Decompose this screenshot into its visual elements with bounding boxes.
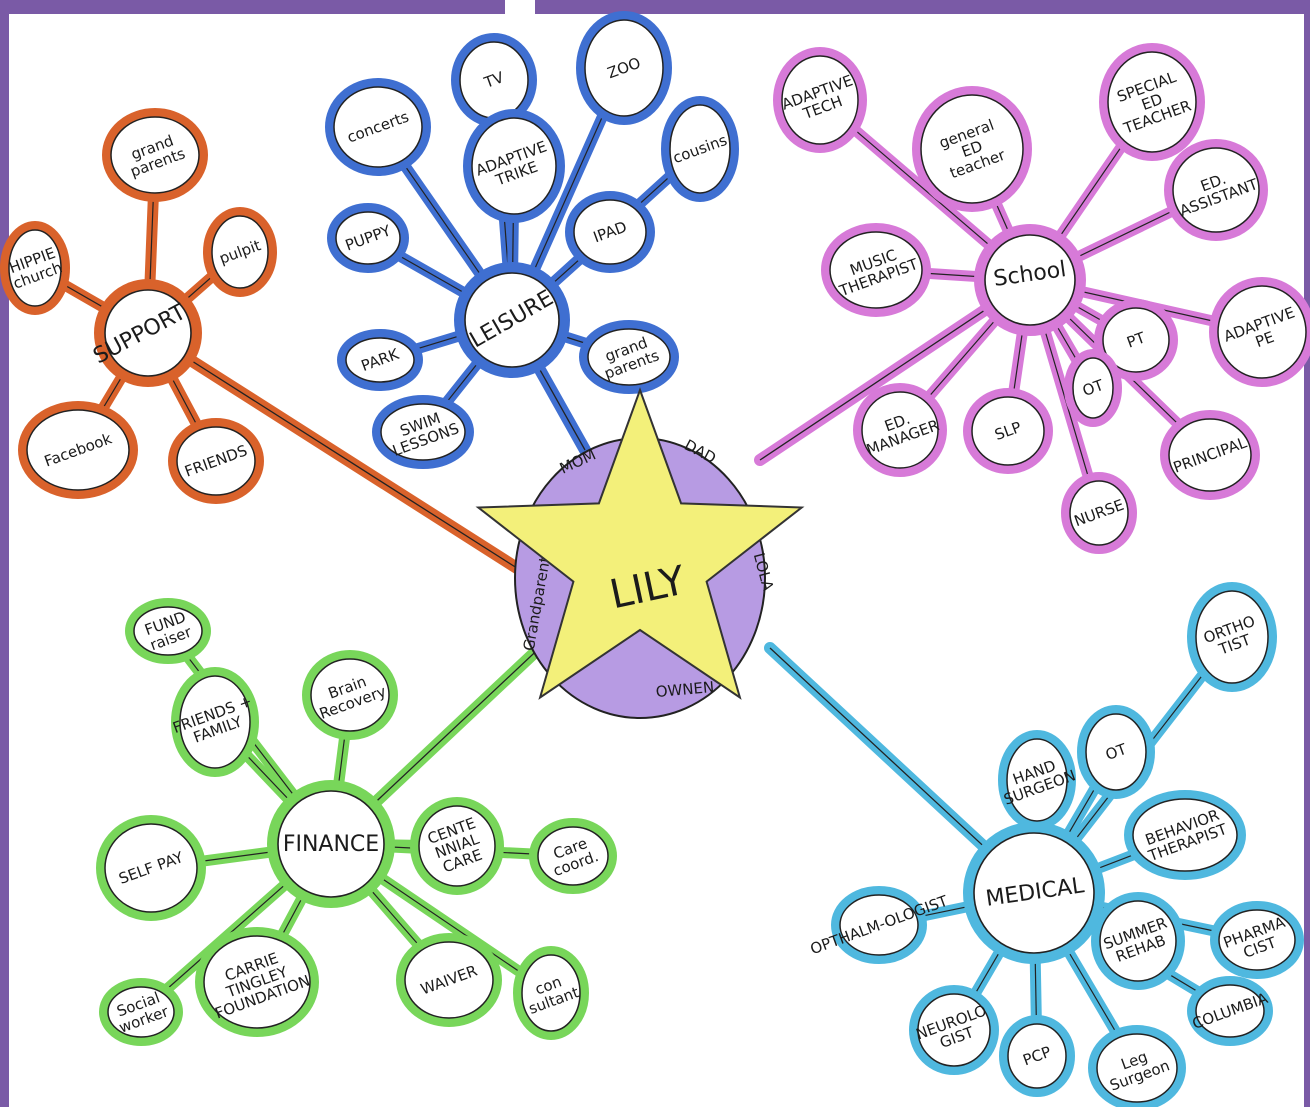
node-ink-school-7 [1072, 357, 1114, 419]
node-ink-medical-10 [1096, 1033, 1178, 1103]
hub-group-medical: ORTHOTISTOTHANDSURGEONBEHAVIORTHERAPISTO… [764, 582, 1304, 1107]
hub-group-school: ADAPTIVETECHgeneralEDteacherSPECIALEDTEA… [754, 43, 1310, 554]
node-ink-finance-1 [179, 675, 251, 769]
node-ink-school-11 [1168, 418, 1252, 492]
node-ink-support-2 [211, 215, 269, 289]
node-ink-leisure-5 [335, 211, 401, 265]
node-ink-medical-9 [1007, 1023, 1067, 1089]
node-ink-medical-8 [917, 993, 991, 1067]
node-ink-finance-3 [418, 805, 496, 887]
hub-ink-finance [277, 790, 385, 898]
node-ink-finance-6 [404, 941, 494, 1019]
node-ink-medical-5 [1218, 909, 1296, 971]
frame-tab [505, 0, 535, 14]
node-ink-school-10 [1069, 480, 1129, 546]
node-ink-finance-2 [310, 658, 390, 732]
node-ink-medical-6 [1099, 900, 1177, 982]
node-ink-medical-1 [1085, 713, 1147, 791]
node-ink-support-4 [176, 426, 256, 496]
node-ink-leisure-8 [587, 328, 671, 386]
family-label-3: OWNEN [655, 678, 715, 701]
node-ink-medical-4 [839, 894, 919, 956]
hub-ink-leisure [464, 272, 560, 368]
node-ink-finance-5 [104, 823, 198, 913]
node-ink-medical-2 [1006, 738, 1068, 822]
node-ink-leisure-9 [380, 403, 466, 461]
node-ink-medical-3 [1132, 798, 1238, 872]
node-ink-school-2 [1107, 51, 1197, 153]
node-ink-leisure-4 [669, 104, 731, 194]
node-ink-leisure-0 [333, 86, 423, 168]
hub-label-finance: FINANCE [283, 832, 379, 857]
node-ink-support-3 [26, 409, 130, 491]
connector-ink-support [147, 332, 521, 571]
node-ink-leisure-7 [345, 337, 415, 383]
node-ink-support-1 [8, 229, 62, 307]
node-ink-finance-9 [107, 986, 175, 1038]
node-ink-school-8 [861, 391, 939, 469]
node-ink-school-6 [1102, 307, 1170, 373]
node-ink-school-9 [971, 396, 1045, 466]
node-ink-leisure-2 [584, 19, 664, 117]
node-ink-school-0 [781, 55, 859, 145]
node-ink-finance-4 [537, 826, 609, 886]
node-ink-finance-7 [521, 954, 581, 1032]
node-label-leisure-3: ADAPTIVETRIKE [473, 137, 554, 194]
node-ink-medical-0 [1195, 590, 1269, 684]
hub-ink-support [104, 289, 192, 377]
node-label-school-6: PT [1124, 328, 1148, 351]
node-ink-finance-8 [203, 935, 311, 1029]
node-ink-leisure-6 [573, 199, 647, 265]
node-ink-finance-0 [133, 606, 203, 656]
node-ink-school-3 [1172, 147, 1260, 233]
node-ink-leisure-3 [471, 117, 557, 215]
node-ink-support-0 [110, 116, 200, 194]
node-ink-medical-7 [1195, 984, 1265, 1038]
node-ink-school-1 [920, 94, 1024, 204]
node-ink-school-5 [1217, 285, 1307, 379]
hub-ink-medical [973, 832, 1095, 954]
hub-ink-school [984, 234, 1076, 326]
center-star [475, 387, 805, 700]
node-ink-school-4 [829, 231, 923, 309]
